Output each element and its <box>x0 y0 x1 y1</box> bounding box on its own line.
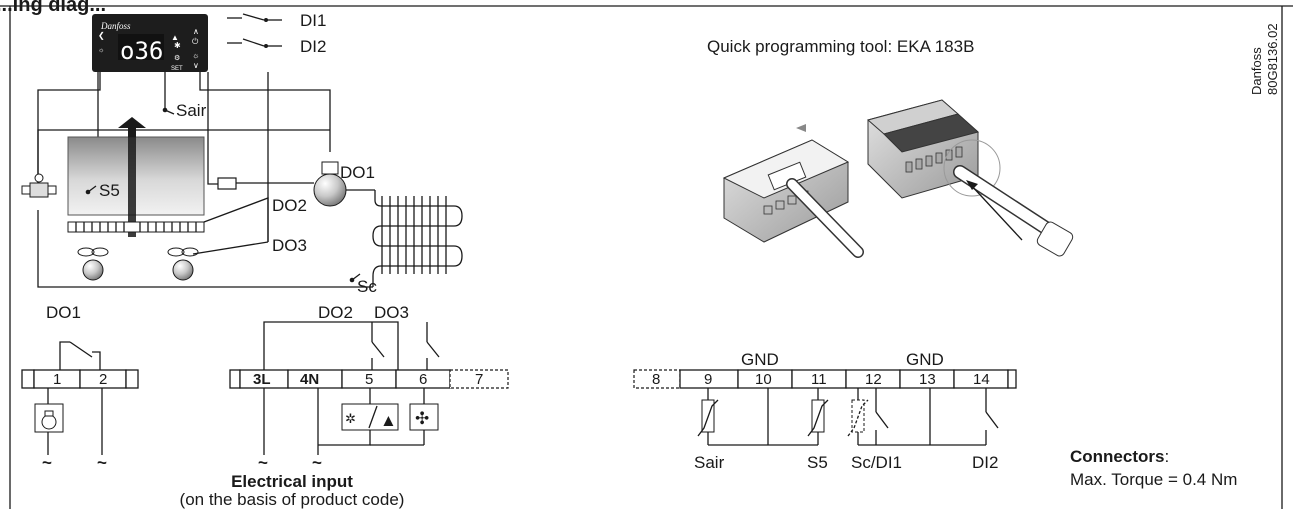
do1-label: DO1 <box>340 163 375 182</box>
svg-text:✣: ✣ <box>415 409 429 428</box>
tilde-3l: ~ <box>258 453 268 472</box>
s5-sensor-label: S5 <box>99 181 120 200</box>
terminal-10: 10 <box>755 371 772 388</box>
sc-sensor-label: Sc <box>357 277 377 296</box>
terminal-14: 14 <box>973 371 990 388</box>
page-title-partial: ...ing diag... <box>0 0 106 16</box>
terminal-1: 1 <box>53 371 61 388</box>
tilde-2: ~ <box>97 453 107 472</box>
electrical-input-note: (on the basis of product code) <box>180 490 405 509</box>
drawing-ref-code: 80G8136.02 <box>1265 23 1280 95</box>
terminal-3l: 3L <box>253 371 271 388</box>
programming-tool-title: Quick programming tool: EKA 183B <box>707 37 974 56</box>
sc-di1-terminal-label: Sc/DI1 <box>851 453 902 472</box>
terminal-9: 9 <box>704 371 712 388</box>
s5-terminal-label: S5 <box>807 453 828 472</box>
terminal-11: 11 <box>811 371 827 388</box>
svg-text:☼: ☼ <box>192 51 199 60</box>
sair-terminal-label: Sair <box>694 453 725 472</box>
condenser-coil-icon <box>372 190 463 287</box>
svg-text:⏻: ⏻ <box>192 37 199 46</box>
connectors-title: Connectors: <box>1070 447 1169 466</box>
evaporator-fan-icon <box>167 247 199 281</box>
terminal-7: 7 <box>475 371 483 388</box>
do2-terminal-label: DO2 <box>318 303 353 322</box>
fan-output-icon <box>409 403 439 431</box>
torque-spec: Max. Torque = 0.4 Nm <box>1070 470 1237 489</box>
do1-terminal-label: DO1 <box>46 303 81 322</box>
svg-text:⚙: ⚙ <box>174 54 180 62</box>
evaporator-fan-icon <box>77 247 109 281</box>
terminal-5: 5 <box>365 371 373 388</box>
di2-switch: DI2 <box>227 37 326 56</box>
svg-text:∧: ∧ <box>193 27 199 36</box>
controller-display: o36 <box>120 37 163 65</box>
svg-text:❮: ❮ <box>98 31 105 40</box>
terminal-8: 8 <box>652 371 660 388</box>
tilde-4n: ~ <box>312 453 322 472</box>
gnd-label-2: GND <box>906 350 944 369</box>
svg-text:✲: ✲ <box>345 411 356 426</box>
tilde-1: ~ <box>42 453 52 472</box>
di1-switch: DI1 <box>227 11 326 30</box>
brand-logo: Danfoss <box>100 21 131 31</box>
do2-label: DO2 <box>272 196 307 215</box>
terminal-block-inputs: GND GND 8 9 10 11 12 13 14 <box>633 350 1017 472</box>
di2-terminal-label: DI2 <box>972 453 998 472</box>
programming-tool-illustration <box>722 99 1074 258</box>
electrical-input-label: Electrical input <box>231 472 353 491</box>
terminal-12: 12 <box>865 371 882 388</box>
svg-text:▲: ▲ <box>171 33 179 42</box>
set-label: SET <box>171 66 183 72</box>
terminal-block-do1: DO1 1 2 ~ ~ <box>21 303 139 472</box>
terminal-2: 2 <box>99 371 107 388</box>
gnd-label-1: GND <box>741 350 779 369</box>
terminal-4n: 4N <box>300 371 319 388</box>
di2-label: DI2 <box>300 37 326 56</box>
defrost-heater-icon <box>217 177 237 190</box>
airflow-arrow <box>118 117 146 137</box>
svg-text:∨: ∨ <box>193 61 199 70</box>
do3-label: DO3 <box>272 236 307 255</box>
svg-text:▲: ▲ <box>380 411 397 430</box>
di1-label: DI1 <box>300 11 326 30</box>
expansion-valve-icon <box>21 173 57 198</box>
terminal-6: 6 <box>419 371 427 388</box>
svg-text:✱: ✱ <box>174 41 181 50</box>
terminal-block-power: DO2 DO3 3L 4N 5 6 7 ✲ ▲ ✣ ~ ~ Electrical… <box>180 303 509 509</box>
do3-terminal-label: DO3 <box>374 303 409 322</box>
svg-text:☼: ☼ <box>98 47 104 54</box>
drawing-ref-company: Danfoss <box>1249 47 1264 95</box>
sair-sensor-label: Sair <box>176 101 207 120</box>
controller-unit: Danfoss o36 ❮ ☼ ▲ ✱ ⚙ SET ∧ ⏻ ☼ ∨ <box>92 14 208 72</box>
terminal-13: 13 <box>919 371 936 388</box>
